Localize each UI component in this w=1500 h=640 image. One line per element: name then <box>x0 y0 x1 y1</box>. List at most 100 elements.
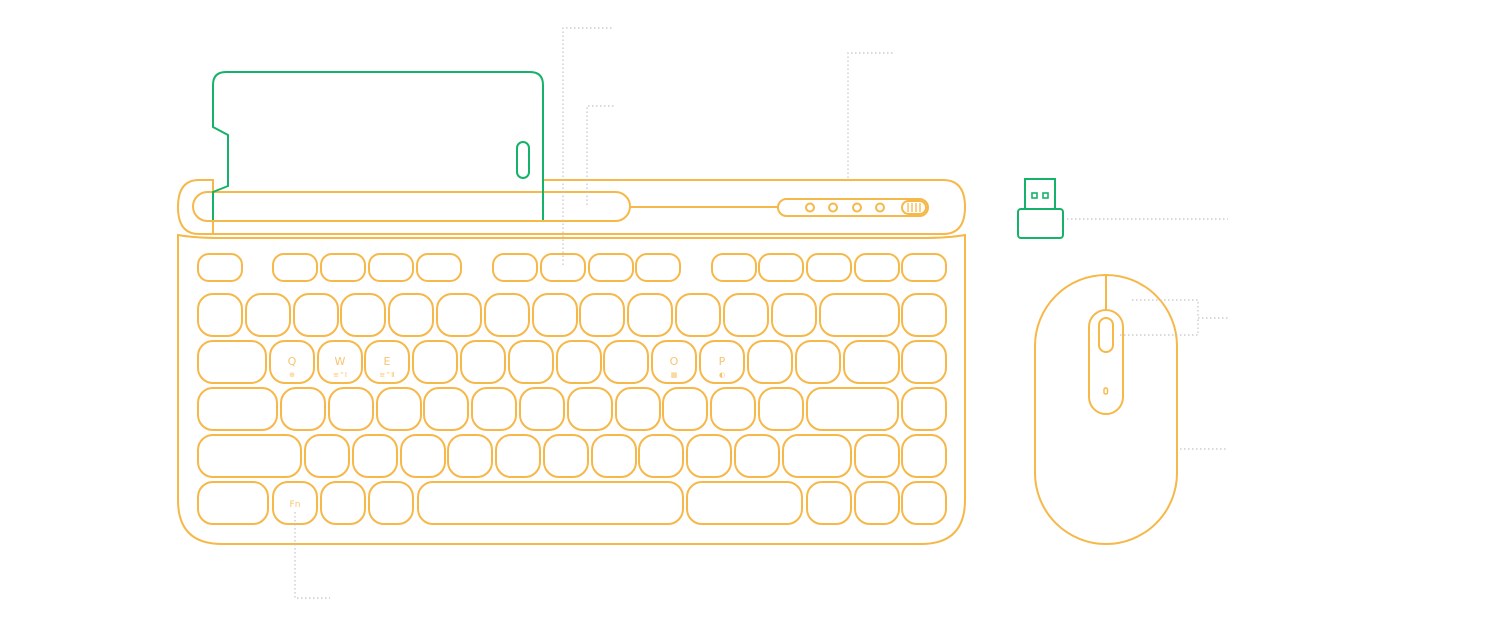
key <box>819 293 900 337</box>
key <box>400 434 446 478</box>
key <box>340 293 386 337</box>
indicator-panel <box>777 198 929 217</box>
function-key <box>901 253 947 282</box>
key-legend-symbol: ≡⌃Ⅰ <box>333 371 347 379</box>
scroll-wheel-icon <box>1098 317 1114 353</box>
battery-led-icon <box>1103 387 1109 395</box>
key <box>352 434 398 478</box>
callout-leader-scroll-wheel <box>1120 318 1199 336</box>
key <box>747 340 793 384</box>
key <box>423 387 469 431</box>
key <box>388 293 434 337</box>
key-legend-symbol: ▦ <box>671 371 678 379</box>
channel-indicator-icon <box>805 202 815 213</box>
key-legend-letter: W <box>335 355 346 368</box>
key <box>901 293 947 337</box>
key <box>901 387 947 431</box>
key <box>519 387 565 431</box>
key <box>627 293 673 337</box>
key <box>280 387 326 431</box>
key <box>543 434 589 478</box>
callout-leader-mouse-buttons <box>1132 299 1228 319</box>
callout-leader-fn <box>294 512 330 599</box>
key <box>376 387 422 431</box>
key <box>758 387 804 431</box>
key <box>556 340 602 384</box>
callout-leader-phone-slot <box>586 105 614 205</box>
function-key <box>854 253 900 282</box>
function-key <box>588 253 634 282</box>
key <box>579 293 625 337</box>
key <box>723 293 769 337</box>
key <box>436 293 482 337</box>
key <box>843 340 900 384</box>
function-key <box>272 253 318 282</box>
key <box>368 481 414 525</box>
phone-button-icon <box>516 141 530 179</box>
callout-leaders <box>294 27 1228 599</box>
key <box>591 434 637 478</box>
key <box>854 434 900 478</box>
key <box>734 434 780 478</box>
key <box>197 434 302 478</box>
channel-indicator-icon <box>828 202 838 213</box>
key <box>245 293 291 337</box>
key <box>317 340 363 384</box>
key-legend-symbol: ≡⌃Ⅱ <box>379 371 394 379</box>
key <box>447 434 493 478</box>
phone-body <box>212 71 544 220</box>
function-key <box>758 253 804 282</box>
mouse-body <box>1034 274 1178 545</box>
channel-indicator-icon <box>852 202 862 213</box>
key <box>269 340 315 384</box>
key <box>699 340 745 384</box>
function-key <box>540 253 586 282</box>
keyboard <box>176 179 967 545</box>
key <box>508 340 554 384</box>
key <box>901 434 947 478</box>
key <box>197 293 243 337</box>
usb-pin-left <box>1031 192 1038 199</box>
function-key <box>197 253 243 282</box>
callout-leader-indicators <box>847 52 893 178</box>
key <box>710 387 756 431</box>
power-switch-icon <box>901 200 927 215</box>
function-key <box>492 253 538 282</box>
fn-key-label: Fn <box>290 500 301 510</box>
key <box>686 481 803 525</box>
callout-leader-keyboard <box>562 27 614 265</box>
key <box>471 387 517 431</box>
key-legend-letter: E <box>384 355 391 368</box>
key <box>901 481 947 525</box>
phone-icon <box>212 71 544 220</box>
key <box>675 293 721 337</box>
phone-cradle <box>176 179 967 235</box>
key <box>782 434 852 478</box>
key <box>771 293 817 337</box>
key <box>651 340 697 384</box>
key <box>197 340 267 384</box>
usb-pin-right <box>1042 192 1049 199</box>
usb-plug <box>1024 178 1056 210</box>
key <box>197 481 269 525</box>
key-legend-letter: O <box>670 355 679 368</box>
keyboard-body <box>177 233 966 545</box>
key <box>806 387 899 431</box>
mouse <box>1034 274 1178 545</box>
key <box>320 481 366 525</box>
key-legend-letter: P <box>719 355 726 368</box>
cradle-groove <box>192 191 631 222</box>
function-key <box>416 253 462 282</box>
channel-indicator-icon <box>875 202 885 213</box>
key <box>615 387 661 431</box>
key <box>417 481 684 525</box>
key <box>495 434 541 478</box>
key <box>662 387 708 431</box>
key <box>532 293 578 337</box>
key <box>328 387 374 431</box>
key-legend-symbol: ⊕ <box>289 371 295 379</box>
key-legend-symbol: ◐ <box>719 371 725 379</box>
key-legend-letter: Q <box>288 355 297 368</box>
function-key <box>368 253 414 282</box>
